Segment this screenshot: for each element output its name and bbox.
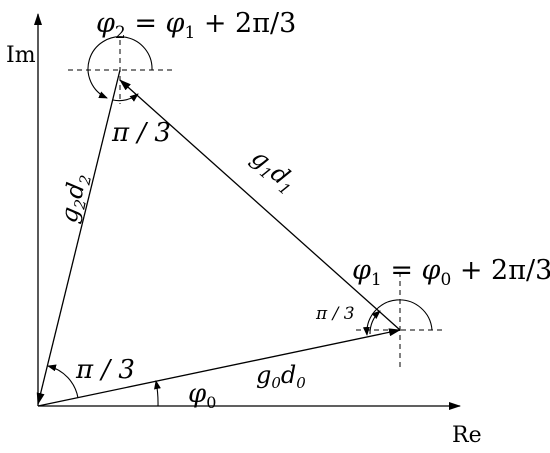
arc-pi3-right [369,310,381,335]
label-g0d0: g0d0 [256,361,306,392]
label-g2d2: g2d2 [54,171,95,226]
arc-pi3-top [112,93,139,102]
vector-g1d1 [119,79,401,331]
vector-g0d0 [37,328,401,407]
arc-phi2 [87,36,153,99]
right-vertex-crosshair [356,272,445,368]
label-pi3-top: π / 3 [111,118,171,148]
equation-phi2: φ2 = φ1 + 2π/3 [96,8,296,43]
label-g1d1: g1d1 [244,143,302,199]
equation-phi1: φ1 = φ0 + 2π/3 [352,255,550,290]
arc-pi3-origin [47,364,79,399]
imaginary-axis-label: Im [6,43,36,68]
arc-phi0 [154,380,161,407]
label-pi3-origin: π / 3 [75,355,135,385]
real-axis-label: Re [452,423,482,448]
arc-phi1 [362,299,433,336]
label-pi3-right: π / 3 [315,304,355,324]
vector-g2d2 [36,69,121,405]
label-phi0: φ0 [188,379,216,412]
